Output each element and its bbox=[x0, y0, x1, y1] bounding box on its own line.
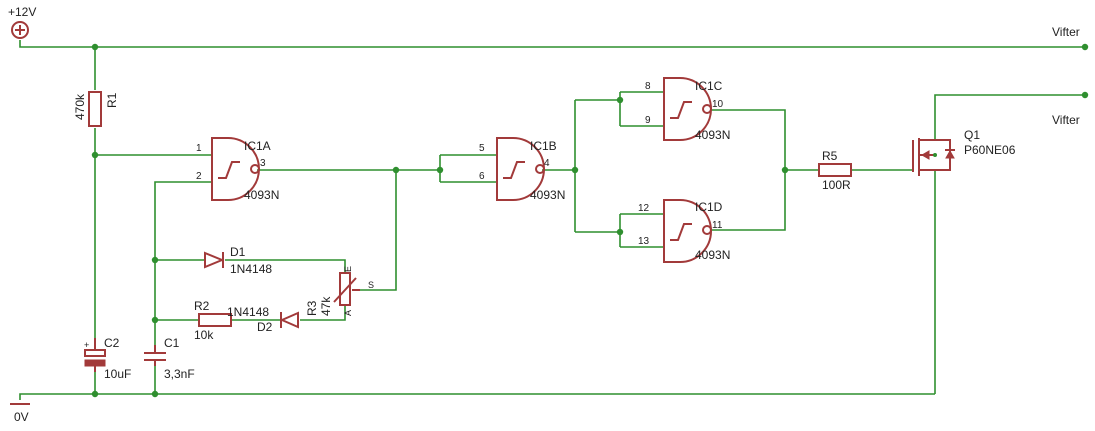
ic1d-pin12: 12 bbox=[638, 203, 650, 214]
junction bbox=[1081, 43, 1089, 51]
c1-name: C1 bbox=[164, 336, 180, 350]
ic1c-pin8: 8 bbox=[645, 81, 651, 92]
ic1a-pin1: 1 bbox=[196, 143, 202, 154]
ic1b-name: IC1B bbox=[530, 139, 557, 153]
d1-value: 1N4148 bbox=[230, 262, 272, 276]
capacitor-c2: + C2 10uF bbox=[84, 336, 131, 381]
gnd-rail bbox=[19, 393, 935, 400]
ic1c-name: IC1C bbox=[695, 79, 723, 93]
q1-name: Q1 bbox=[964, 128, 980, 142]
resistor-r5: R5 100R bbox=[818, 149, 852, 192]
wire-d2-right bbox=[300, 306, 346, 321]
c1-value: 3,3nF bbox=[164, 367, 195, 381]
junctions bbox=[91, 43, 1089, 398]
d2-name: D2 bbox=[257, 320, 273, 334]
output-label-top: Vifter bbox=[1052, 25, 1080, 39]
c2-value: 10uF bbox=[104, 367, 131, 381]
ic1d-pin11: 11 bbox=[712, 220, 723, 231]
junction bbox=[1081, 91, 1089, 99]
ic1a-name: IC1A bbox=[244, 139, 271, 153]
r3-pin-s: S bbox=[368, 280, 374, 290]
ic1a-pin2: 2 bbox=[196, 171, 202, 182]
d2-value: 1N4148 bbox=[227, 305, 269, 319]
junction bbox=[392, 166, 400, 174]
mosfet-q1: Q1 P60NE06 bbox=[912, 128, 1016, 176]
diode-d1: D1 1N4148 bbox=[204, 245, 272, 276]
q1-value: P60NE06 bbox=[964, 143, 1016, 157]
ic1b-part: 4093N bbox=[530, 188, 565, 202]
gate-ic1b: 5 6 4 IC1B 4093N bbox=[479, 137, 565, 202]
junction bbox=[91, 151, 99, 159]
ic1c-part: 4093N bbox=[695, 128, 730, 142]
junction bbox=[571, 166, 579, 174]
r3-name: R3 bbox=[305, 300, 319, 316]
vcc-label: +12V bbox=[8, 5, 36, 19]
vcc-symbol: +12V bbox=[8, 5, 36, 39]
capacitor-c1: C1 3,3nF bbox=[144, 336, 195, 381]
r1-value: 470k bbox=[73, 93, 87, 120]
resistor-r2: R2 10k bbox=[194, 299, 232, 342]
junction bbox=[151, 316, 159, 324]
ic1b-pin6: 6 bbox=[479, 171, 485, 182]
wire-wiper bbox=[352, 170, 397, 291]
junction bbox=[151, 390, 159, 398]
junction bbox=[91, 390, 99, 398]
r3-pin-a: A bbox=[343, 310, 353, 316]
gate-ic1d: 12 13 11 IC1D 4093N bbox=[638, 199, 730, 263]
output-label-bottom: Vifter bbox=[1052, 113, 1080, 127]
junction bbox=[151, 256, 159, 264]
junction bbox=[781, 166, 789, 174]
wire-drain bbox=[934, 94, 1085, 140]
gnd-symbol: 0V bbox=[10, 403, 30, 424]
wire-d1-right bbox=[225, 259, 346, 272]
wires bbox=[19, 40, 1085, 400]
r5-name: R5 bbox=[822, 149, 838, 163]
trimmer-r3: E A S R3 47k bbox=[305, 266, 374, 316]
junction bbox=[616, 228, 624, 236]
ic1a-pin3: 3 bbox=[260, 158, 266, 169]
gate-ic1a: 1 2 3 IC1A 4093N bbox=[196, 137, 279, 202]
gnd-label: 0V bbox=[14, 410, 29, 424]
ic1b-pin4: 4 bbox=[544, 158, 550, 169]
diode-d2: 1N4148 D2 bbox=[227, 305, 299, 334]
ic1c-pin10: 10 bbox=[712, 99, 724, 110]
r1-name: R1 bbox=[105, 92, 119, 108]
gate-ic1c: 8 9 10 IC1C 4093N bbox=[645, 77, 730, 142]
junction bbox=[436, 166, 444, 174]
r5-value: 100R bbox=[822, 178, 851, 192]
junction bbox=[91, 43, 99, 51]
ic1c-pin9: 9 bbox=[645, 115, 651, 126]
r3-value: 47k bbox=[319, 296, 333, 316]
ic1a-part: 4093N bbox=[244, 188, 279, 202]
ic1d-part: 4093N bbox=[695, 248, 730, 262]
junction bbox=[616, 96, 624, 104]
d1-name: D1 bbox=[230, 245, 246, 259]
resistor-r1: R1 470k bbox=[73, 91, 119, 127]
c2-name: C2 bbox=[104, 336, 120, 350]
ic1d-pin13: 13 bbox=[638, 236, 650, 247]
r3-pin-e: E bbox=[343, 266, 353, 272]
ic1d-name: IC1D bbox=[695, 200, 723, 214]
svg-text:+: + bbox=[84, 340, 89, 350]
ic1b-pin5: 5 bbox=[479, 143, 485, 154]
r2-value: 10k bbox=[194, 328, 214, 342]
vcc-rail bbox=[19, 40, 1085, 48]
r2-name: R2 bbox=[194, 299, 210, 313]
wire-pin2 bbox=[154, 181, 212, 345]
